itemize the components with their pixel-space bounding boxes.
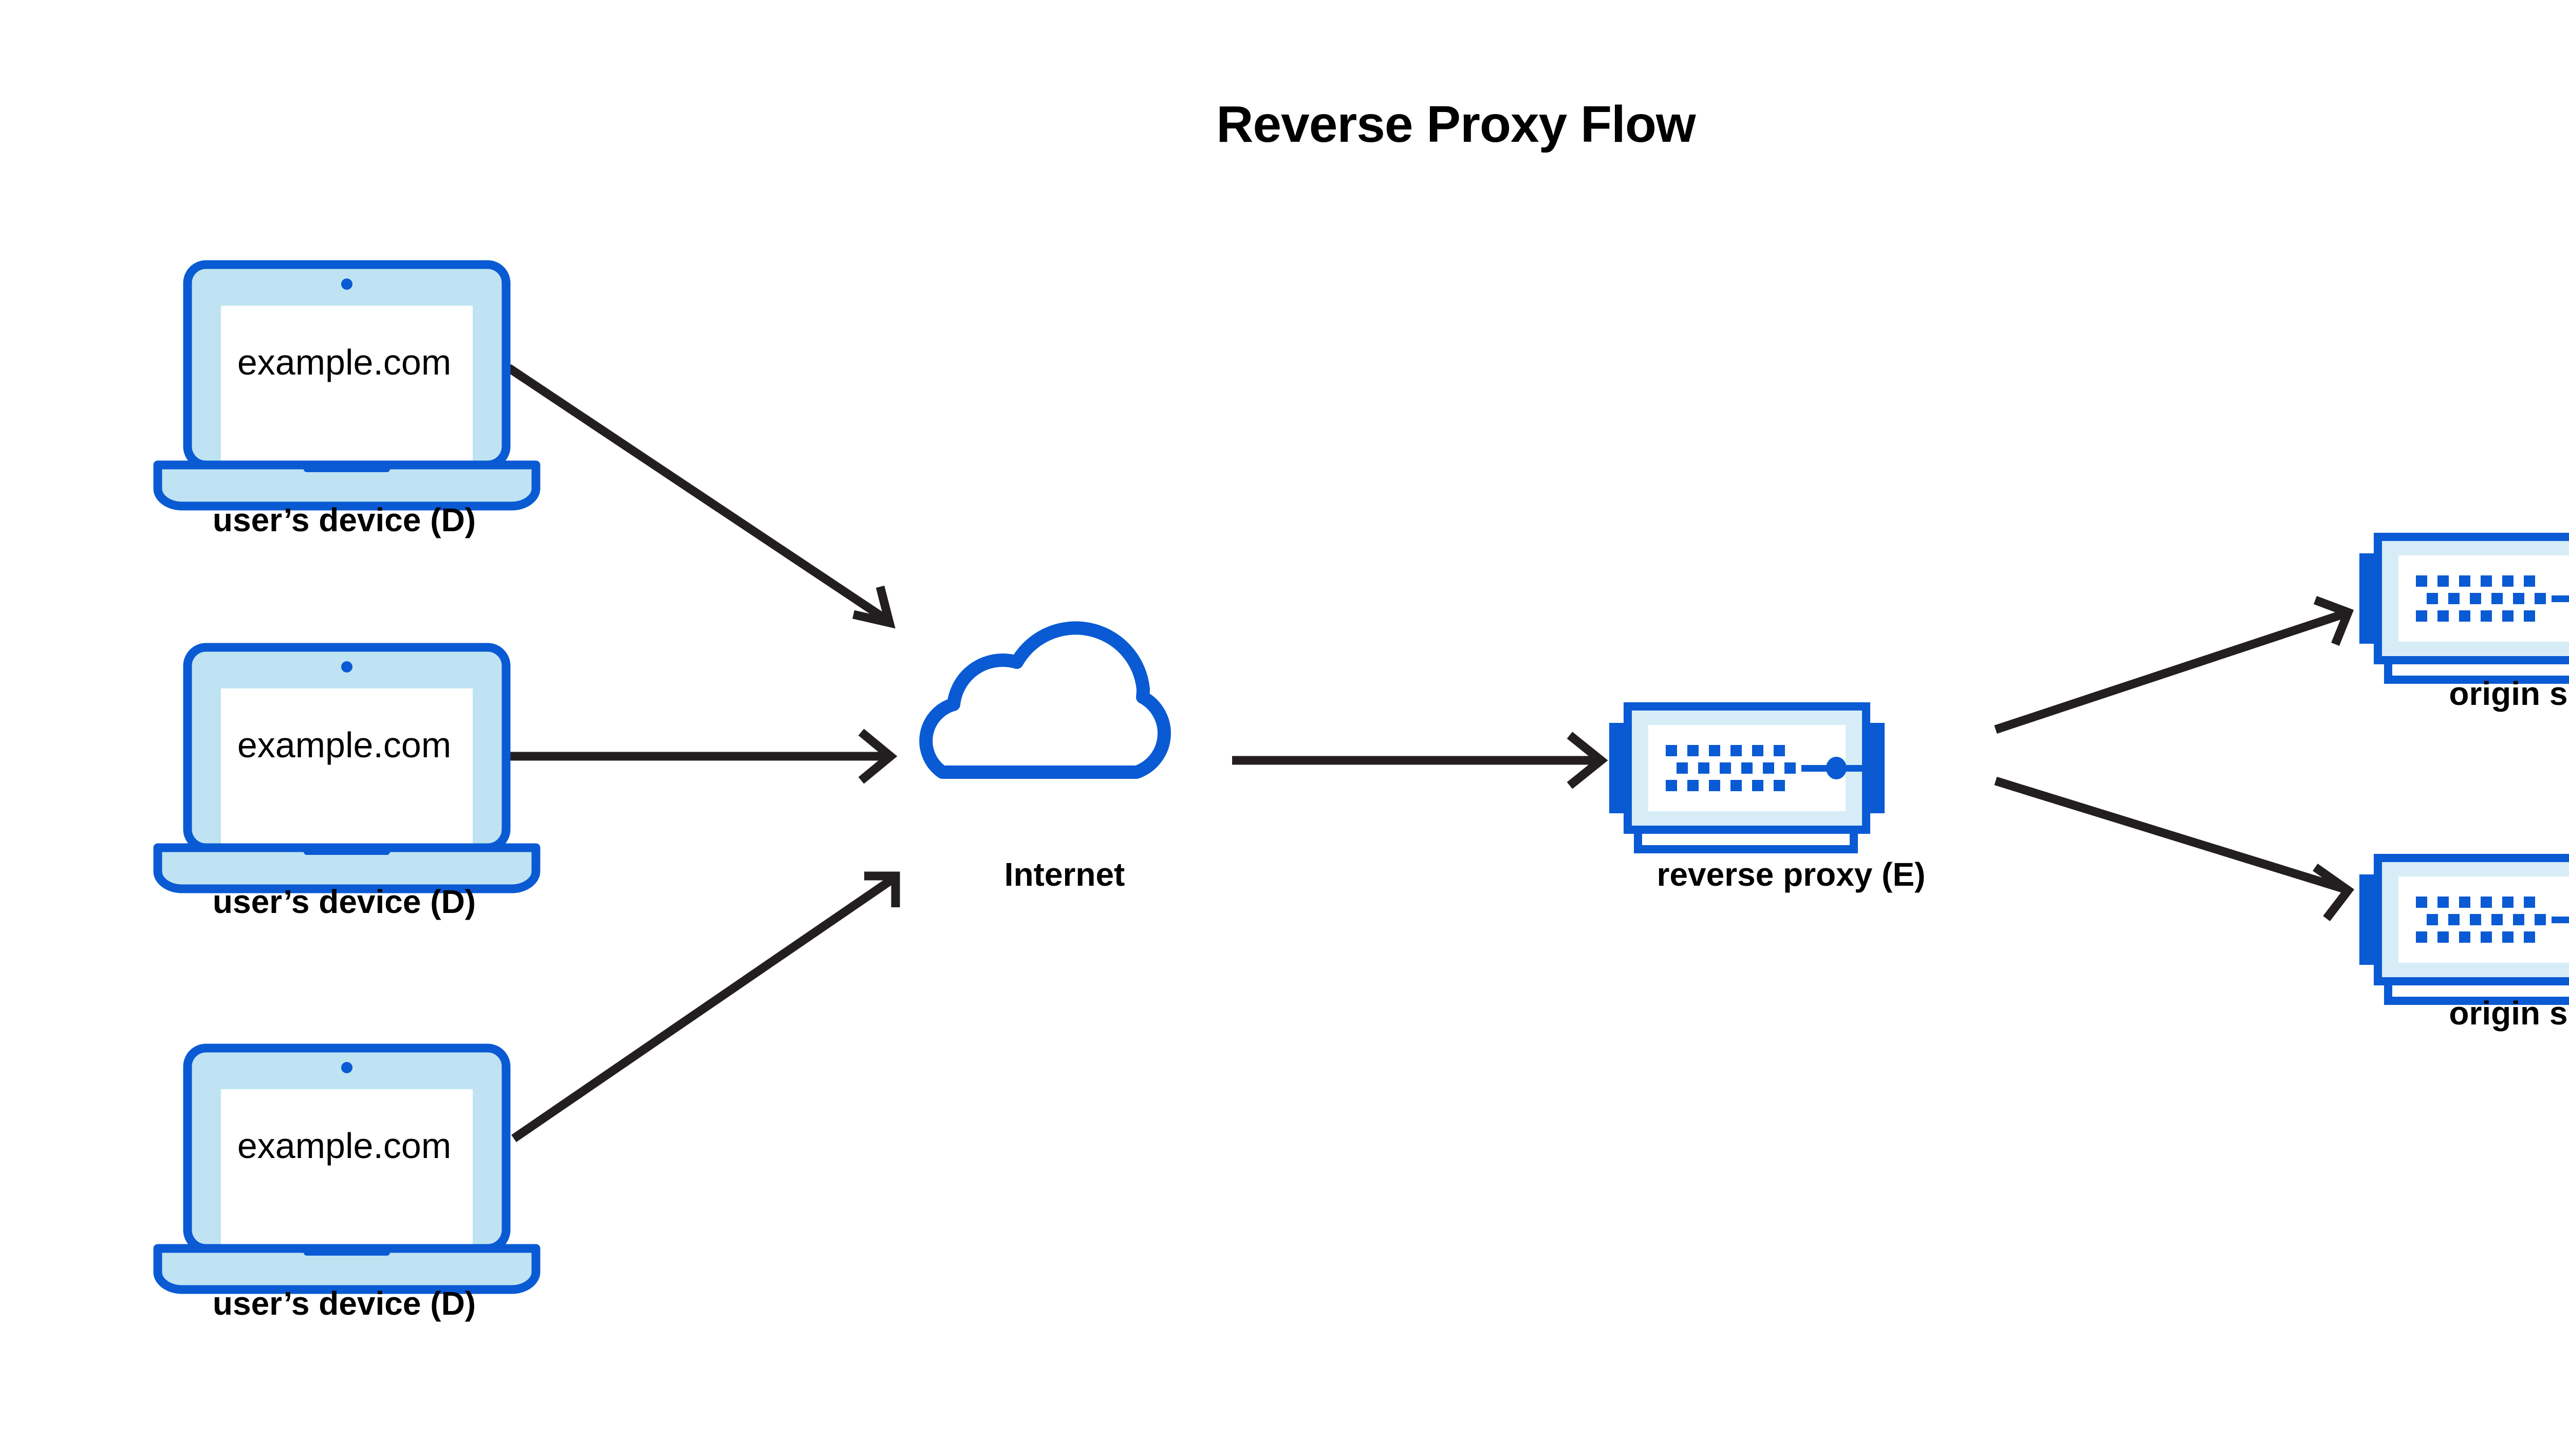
flow-arrow-client2-internet <box>509 729 898 784</box>
internet-label: Internet <box>1004 856 1125 893</box>
node-client-1[interactable] <box>158 265 536 506</box>
origin-2-label: origin server (F) <box>2449 995 2569 1032</box>
reverse-proxy-label: reverse proxy (E) <box>1656 856 1926 893</box>
client-3-label: user’s device (D) <box>212 1285 476 1322</box>
node-client-2[interactable] <box>158 647 536 889</box>
client-3-screen-text: example.com <box>237 1126 452 1166</box>
flow-arrow-proxy-origin1 <box>1994 596 2354 734</box>
node-reverse-proxy[interactable] <box>1609 706 1885 849</box>
client-1-label: user’s device (D) <box>212 501 476 538</box>
client-1-screen-text: example.com <box>237 342 452 382</box>
node-client-3[interactable] <box>158 1048 536 1290</box>
origin-1-label: origin server (F) <box>2449 675 2569 712</box>
flow-arrow-client3-internet <box>511 871 900 1143</box>
node-internet[interactable] <box>926 628 1164 772</box>
client-2-screen-text: example.com <box>237 725 452 765</box>
page-title: Reverse Proxy Flow <box>1216 96 1696 153</box>
flow-arrow-internet-proxy <box>1232 732 1608 789</box>
node-origin-1[interactable] <box>2359 537 2569 680</box>
flow-arrow-client1-internet <box>506 364 896 629</box>
flow-arrow-proxy-origin2 <box>1994 776 2355 922</box>
client-2-label: user’s device (D) <box>212 883 476 920</box>
node-origin-2[interactable] <box>2359 858 2569 1001</box>
